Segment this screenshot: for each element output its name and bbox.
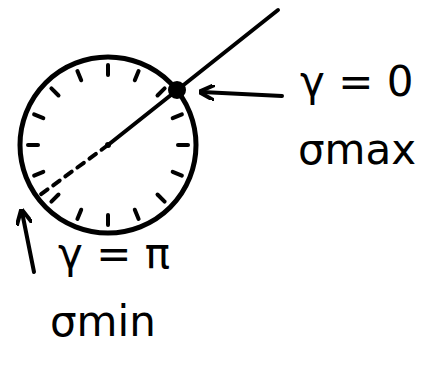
- formula-label: γ = π: [58, 230, 170, 278]
- formula-label: γ = 0: [300, 58, 413, 106]
- dial-circle: [20, 57, 196, 233]
- center-dot: [105, 142, 111, 148]
- dashed-pointer: [40, 145, 108, 195]
- formula-label: σmin: [50, 298, 156, 346]
- leader-arrow: [22, 212, 34, 272]
- point-dot: [168, 81, 186, 99]
- formula-label: σmax: [298, 126, 416, 174]
- tick-marks: [28, 65, 188, 225]
- pointer-line: [108, 10, 278, 145]
- leader-arrow: [202, 92, 282, 96]
